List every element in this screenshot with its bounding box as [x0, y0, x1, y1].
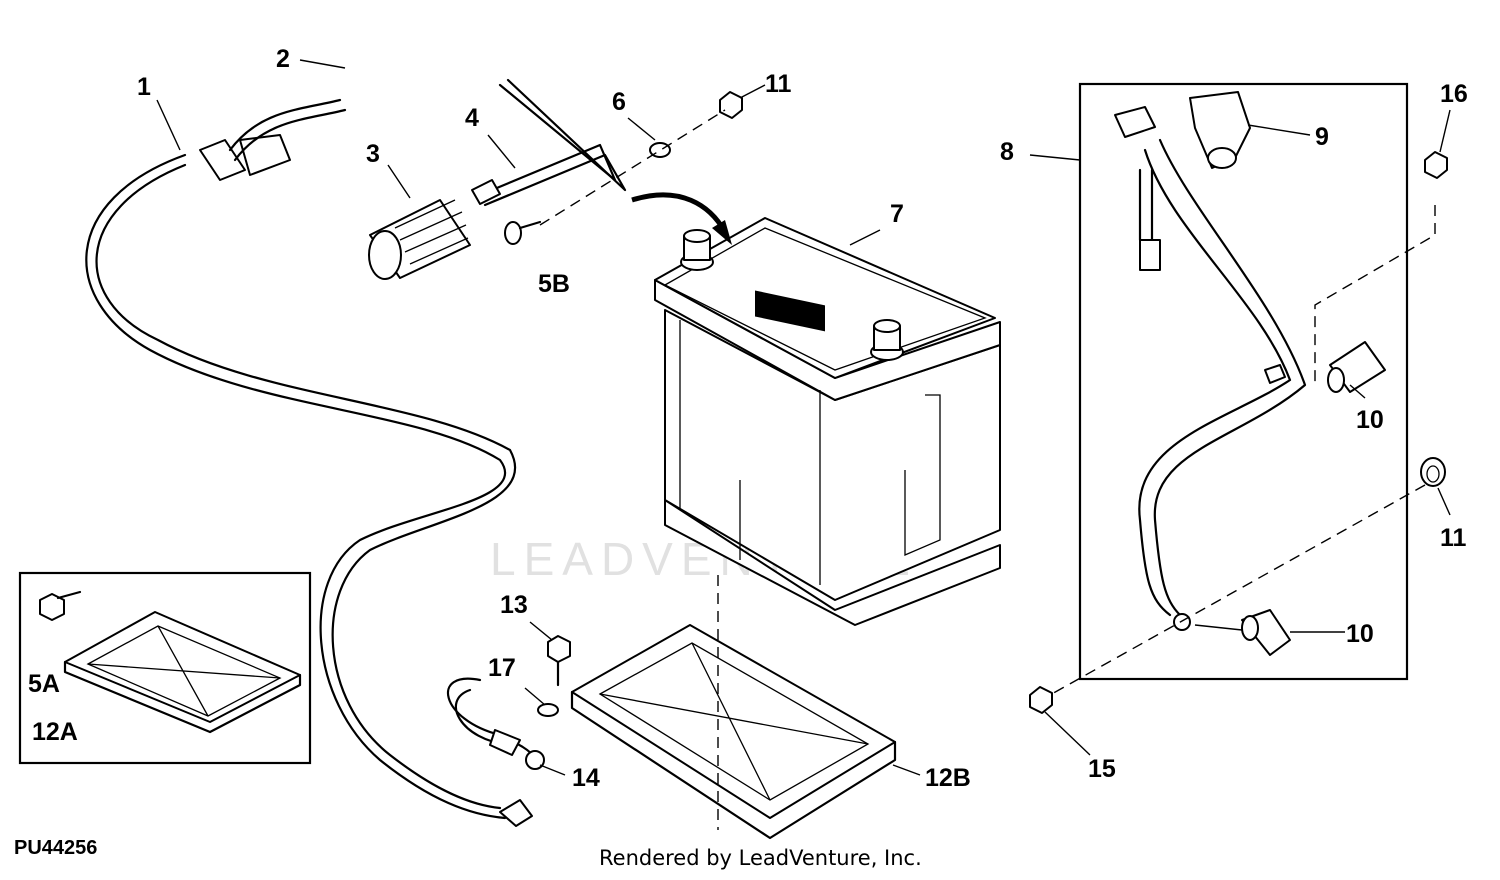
callouts: 1 2 3 4 5B 6 11 7 8 9 16 10 10 11 5A 12A…	[28, 45, 1468, 792]
callout-12b: 12B	[925, 764, 971, 792]
ground-strap-14	[447, 677, 545, 770]
washer-17	[537, 703, 559, 717]
caption: Rendered by LeadVenture, Inc.	[599, 846, 922, 870]
callout-10-upper: 10	[1356, 406, 1384, 434]
bolt-5b	[504, 220, 542, 245]
install-arrow	[631, 192, 728, 234]
callout-10-lower: 10	[1346, 620, 1374, 648]
callout-7: 7	[890, 200, 904, 228]
inset-box	[18, 571, 312, 765]
assembly-line-11	[1049, 484, 1426, 696]
nut-15	[1029, 686, 1053, 714]
callout-1: 1	[137, 73, 151, 101]
callout-11-top: 11	[765, 70, 792, 98]
nut-11-top	[719, 91, 743, 119]
inset-battery-tray	[63, 611, 302, 734]
boot-10-lower	[1241, 609, 1291, 656]
callout-4: 4	[465, 104, 479, 132]
figure-id: PU44256	[14, 837, 97, 859]
callout-8: 8	[1000, 138, 1014, 166]
assembly-line-rod	[539, 109, 726, 226]
bolt-13	[547, 635, 571, 687]
callout-5b: 5B	[538, 270, 570, 298]
callout-15: 15	[1088, 755, 1116, 783]
callout-16: 16	[1440, 80, 1468, 108]
inset-bolt	[39, 590, 82, 621]
callout-17: 17	[488, 654, 516, 682]
harness-8	[1114, 106, 1307, 631]
callout-13: 13	[500, 591, 528, 619]
leader-lines	[156, 59, 1451, 776]
callout-6: 6	[612, 88, 626, 116]
callout-2: 2	[276, 45, 290, 73]
harness-box	[1078, 82, 1409, 681]
battery	[654, 217, 1001, 626]
callout-5a: 5A	[28, 670, 60, 698]
callout-11-right: 11	[1440, 524, 1467, 552]
nut-16	[1424, 151, 1448, 179]
cable-1	[85, 98, 533, 827]
callout-3: 3	[366, 140, 380, 168]
assembly-line-16	[1314, 205, 1436, 385]
boot-9	[1189, 91, 1251, 169]
callout-14: 14	[572, 764, 600, 792]
callout-9: 9	[1315, 123, 1329, 151]
knob-3	[368, 199, 471, 280]
callout-12a: 12A	[32, 718, 78, 746]
boot-10-upper	[1327, 341, 1386, 393]
hold-down-rod	[471, 78, 627, 207]
nut-11-right	[1420, 457, 1446, 487]
battery-tray	[570, 624, 897, 840]
